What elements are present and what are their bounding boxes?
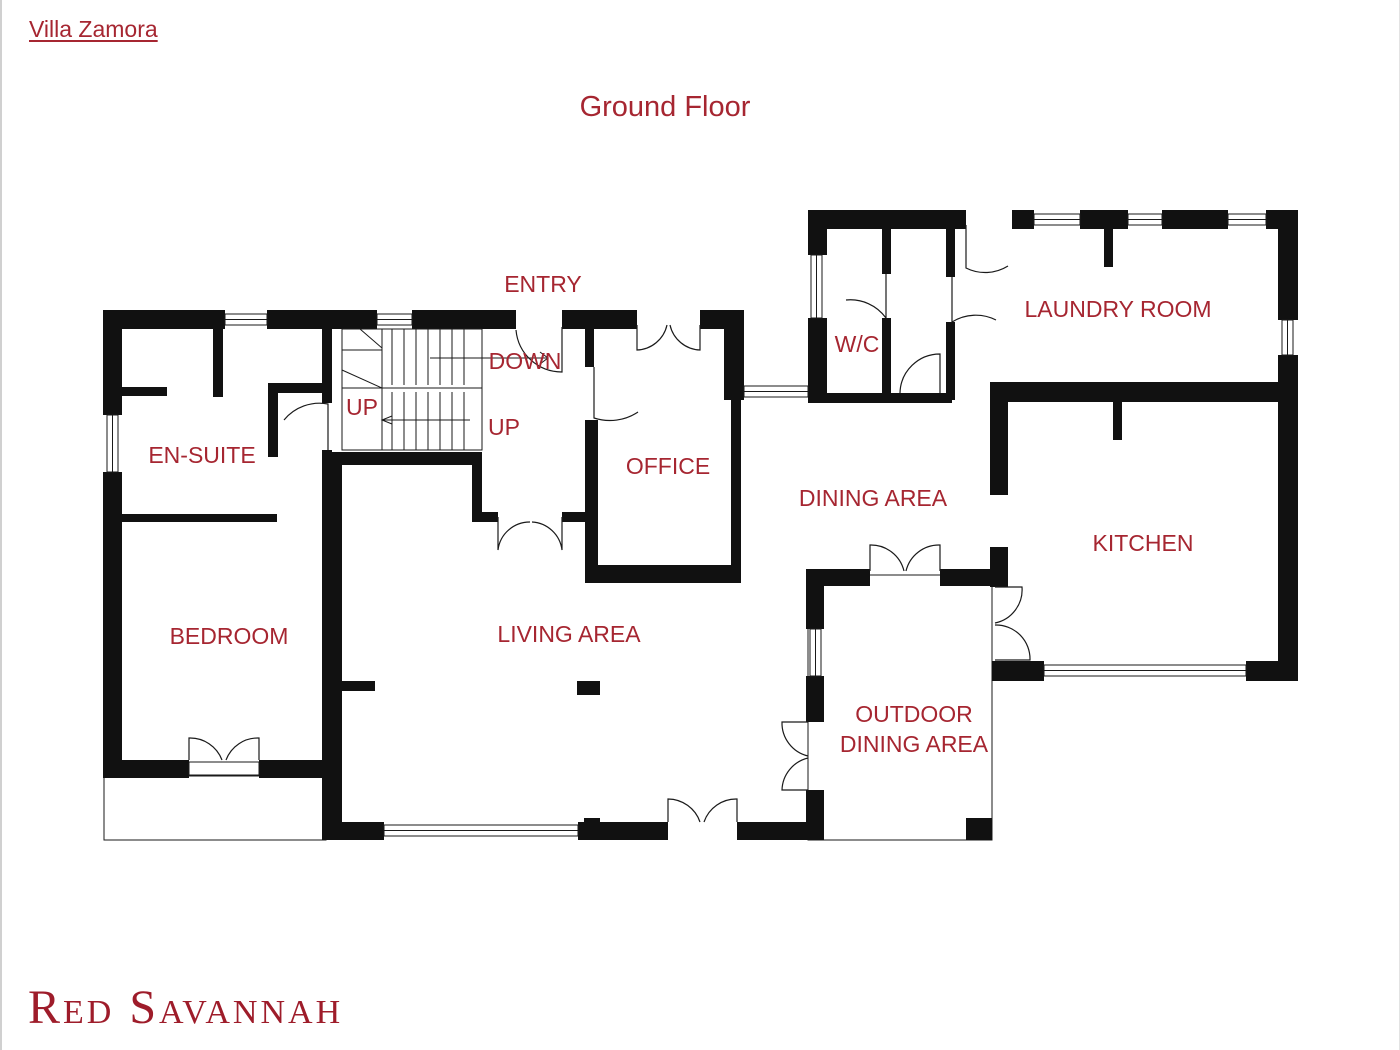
- windows: [106, 213, 1294, 837]
- page-border-left: [0, 0, 2, 1050]
- room-labels: ENTRY DOWN UP UP EN-SUITE BEDROOM OFFICE…: [148, 271, 1211, 757]
- label-outdoor-dining-line2: DINING AREA: [840, 731, 989, 757]
- label-dining-area: DINING AREA: [799, 485, 948, 511]
- floor-title: Ground Floor: [579, 91, 751, 123]
- label-stairs-up-left: UP: [346, 394, 378, 420]
- label-outdoor-dining-line1: OUTDOOR: [855, 701, 973, 727]
- doors: [188, 225, 1031, 823]
- red-savannah-logo: Red Savannah: [28, 981, 344, 1034]
- label-living-area: LIVING AREA: [497, 621, 641, 647]
- label-laundry-room: LAUNDRY ROOM: [1024, 296, 1211, 322]
- label-bedroom: BEDROOM: [170, 623, 289, 649]
- label-kitchen: KITCHEN: [1093, 530, 1194, 556]
- walls: [103, 210, 1298, 840]
- label-en-suite: EN-SUITE: [148, 442, 255, 468]
- label-wc: W/C: [835, 331, 880, 357]
- label-stairs-up-right: UP: [488, 414, 520, 440]
- label-entry: ENTRY: [504, 271, 582, 297]
- label-stairs-down: DOWN: [489, 348, 562, 374]
- label-office: OFFICE: [626, 453, 710, 479]
- staircase: [341, 328, 549, 451]
- villa-zamora-link[interactable]: Villa Zamora: [29, 16, 158, 42]
